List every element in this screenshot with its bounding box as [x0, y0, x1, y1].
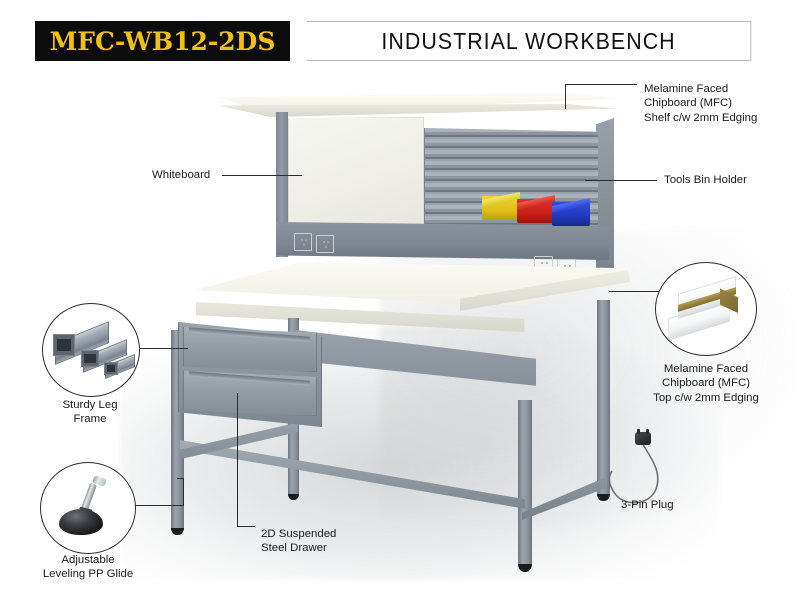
callout-mfc-shelf: Melamine Faced Chipboard (MFC) Shelf c/w… [644, 83, 758, 124]
callout-mfc-top: Melamine Faced Chipboard (MFC) Top c/w 2… [653, 363, 759, 404]
leveling-glide [288, 494, 299, 500]
mfc-top-inset-photo [655, 262, 757, 356]
leader-line-drawer-horizontal [237, 526, 255, 527]
leader-line-glide [135, 505, 183, 506]
tool-bin-blue [552, 197, 590, 226]
steel-tube-medium-mouth [81, 350, 99, 367]
drawer-top[interactable] [183, 326, 317, 372]
glide-inset-photo [40, 462, 136, 554]
tool-bin-red [517, 194, 555, 223]
3-pin-plug-body [635, 432, 651, 445]
leveling-glide [597, 494, 610, 501]
leader-line-whiteboard [222, 175, 302, 176]
leader-line-glide-rise [183, 478, 184, 506]
callout-glide: Adjustable Leveling PP Glide [42, 554, 134, 581]
drawer-bottom[interactable] [183, 370, 317, 416]
product-code-badge: MFC-WB12-2DS [35, 21, 290, 61]
leg-back-right [597, 300, 610, 496]
power-cable [608, 442, 659, 504]
callout-drawer: 2D Suspended Steel Drawer [261, 528, 337, 555]
leg-front-right [518, 400, 532, 566]
leader-line-tools-bin [585, 180, 657, 181]
leader-line-leg-frame [140, 348, 188, 349]
steel-tube-large-mouth [53, 334, 75, 356]
tool-bin-yellow [482, 191, 520, 220]
hutch-left-post [276, 112, 288, 257]
power-socket[interactable] [316, 235, 334, 253]
leg-frame-inset-photo [42, 303, 140, 397]
leveling-glide [518, 564, 532, 572]
steel-tube-small-mouth [104, 362, 118, 375]
callout-tools-bin-holder: Tools Bin Holder [664, 174, 747, 186]
callout-plug: 3-Pin Plug [621, 499, 674, 511]
page-title: INDUSTRIAL WORKBENCH [306, 21, 752, 61]
leader-line-shelf-drop [565, 84, 566, 109]
leader-line-drawer-vertical [237, 393, 238, 526]
header: MFC-WB12-2DS INDUSTRIAL WORKBENCH [35, 21, 768, 61]
hutch-base-band [276, 222, 609, 260]
plug-pin [637, 429, 640, 434]
callout-whiteboard: Whiteboard [152, 169, 211, 181]
power-socket[interactable] [294, 233, 312, 251]
leader-line-mfc-top [609, 291, 661, 292]
leader-line-shelf [565, 84, 637, 85]
leader-line-glide-to-foot [177, 478, 184, 479]
leveling-glide [171, 528, 184, 535]
plug-pin [646, 429, 649, 434]
whiteboard-panel [288, 117, 424, 239]
glide-pad [59, 509, 103, 535]
callout-leg-frame: Sturdy Leg Frame [62, 399, 118, 426]
